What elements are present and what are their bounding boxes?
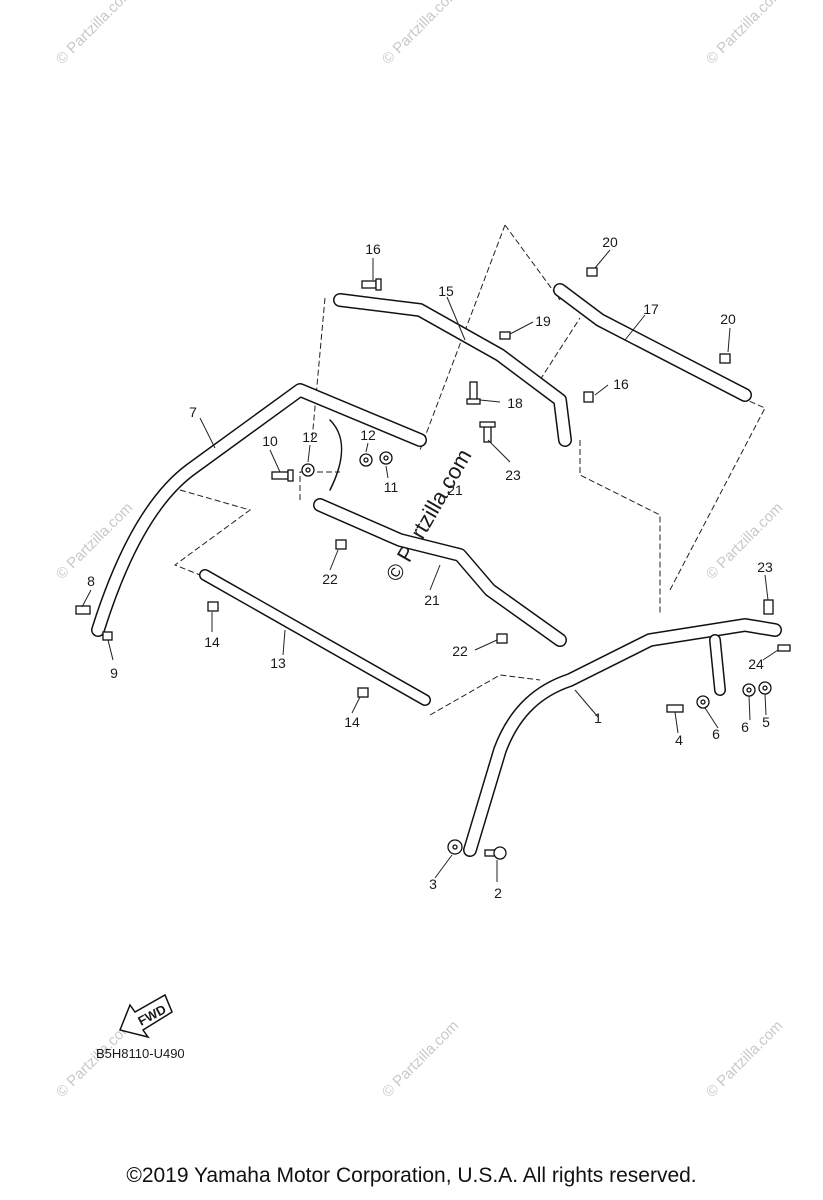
frame-tubes <box>91 283 782 857</box>
bolt-icon <box>484 846 507 860</box>
callout-label: 20 <box>602 234 618 250</box>
callout-label: 6 <box>741 719 749 735</box>
clip-icon <box>499 331 511 340</box>
callout-label: 24 <box>748 656 764 672</box>
washer-icon <box>696 695 710 709</box>
callout-label: 12 <box>360 427 376 443</box>
bolt-icon <box>271 469 294 482</box>
callout-label: 16 <box>613 376 629 392</box>
fwd-arrow-icon: FWD <box>118 993 173 1039</box>
bolt-icon <box>763 599 774 615</box>
callout-label: 13 <box>270 655 286 671</box>
bolt-icon <box>666 704 684 713</box>
bolt-icon <box>361 278 382 291</box>
callout-label: 18 <box>507 395 523 411</box>
clip-icon <box>102 631 113 641</box>
watermark: © Partzilla.com <box>379 0 462 68</box>
copyright-notice: ©2019 Yamaha Motor Corporation, U.S.A. A… <box>126 1164 697 1187</box>
clip-icon <box>777 644 791 652</box>
callout-label: 12 <box>302 429 318 445</box>
callout-label: 5 <box>762 714 770 730</box>
fasteners <box>75 267 791 860</box>
callout-label: 7 <box>189 404 197 420</box>
washer-icon <box>447 839 463 855</box>
callout-label: 11 <box>384 479 399 495</box>
callout-label: 22 <box>322 571 338 587</box>
bolt-icon <box>466 381 481 405</box>
callout-leaders <box>81 249 779 882</box>
part-17-bar <box>553 283 752 402</box>
washer-icon <box>379 451 393 465</box>
bolt-icon <box>207 601 219 612</box>
watermark: © Partzilla.com <box>703 1017 786 1100</box>
callout-label: 23 <box>757 559 773 575</box>
callout-label: 10 <box>262 433 278 449</box>
washer-icon <box>359 453 373 467</box>
bolt-icon <box>357 687 369 698</box>
callout-label: 21 <box>424 592 440 608</box>
clip-icon <box>719 353 731 364</box>
callout-label: 2 <box>494 885 502 901</box>
callout-label: 8 <box>87 573 95 589</box>
washer-icon <box>301 463 315 477</box>
callout-label: 1 <box>594 710 602 726</box>
callout-label: 19 <box>535 313 551 329</box>
part-1-bar <box>463 618 782 857</box>
callout-labels: 1 2 3 4 5 6 6 7 8 9 10 11 12 12 13 14 14… <box>87 234 773 901</box>
callout-label: 3 <box>429 876 437 892</box>
callout-label: 6 <box>712 726 720 742</box>
part-7-bar <box>91 383 427 637</box>
callout-label: 9 <box>110 665 118 681</box>
part-13-bar <box>199 569 431 706</box>
clip-icon <box>586 267 598 277</box>
callout-label: 16 <box>365 241 381 257</box>
washer-icon <box>758 681 772 695</box>
watermark: © Partzilla.com <box>379 1017 462 1100</box>
callout-label: 15 <box>438 283 454 299</box>
callout-label: 21 <box>447 482 463 498</box>
bolt-icon <box>335 539 347 550</box>
watermark: © Partzilla.com <box>703 499 786 582</box>
callout-label: 4 <box>675 732 683 748</box>
callout-label: 14 <box>204 634 220 650</box>
part-21-bar <box>313 498 567 647</box>
callout-label: 20 <box>720 311 736 327</box>
bolt-icon <box>496 633 508 644</box>
bolt-icon <box>75 605 91 615</box>
watermark: © Partzilla.com <box>53 0 136 68</box>
callout-label: 14 <box>344 714 360 730</box>
callout-label: 23 <box>505 467 521 483</box>
part-15-bar <box>333 293 572 447</box>
watermark: © Partzilla.com <box>703 0 786 68</box>
diagram-code: B5H8110-U490 <box>96 1046 185 1061</box>
bolt-icon <box>479 421 496 443</box>
callout-label: 22 <box>452 643 468 659</box>
callout-label: 17 <box>643 301 659 317</box>
bolt-icon <box>583 391 594 403</box>
washer-icon <box>742 683 756 697</box>
